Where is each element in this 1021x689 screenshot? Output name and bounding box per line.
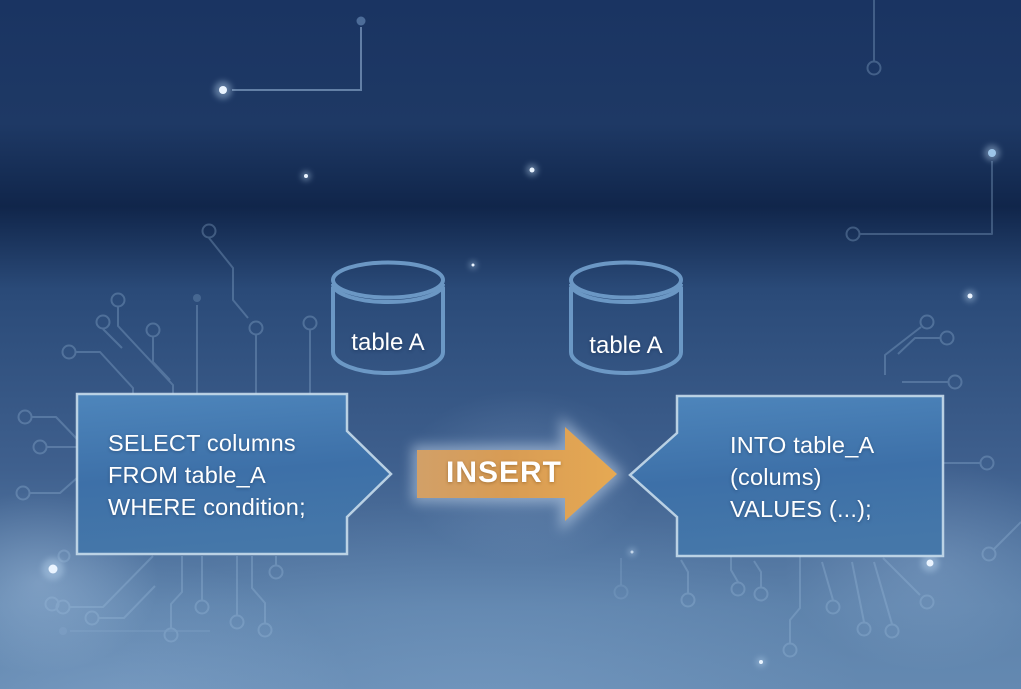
source-database-icon bbox=[331, 260, 445, 375]
target-table-label: table A bbox=[589, 332, 663, 359]
select-line-1: SELECT columns bbox=[108, 430, 296, 456]
into-line-2: (colums) bbox=[730, 464, 822, 490]
into-line-1: INTO table_A bbox=[730, 432, 875, 458]
select-box-shape bbox=[75, 392, 393, 556]
circuit-trace-top bbox=[232, 16, 366, 91]
insert-arrow-label: INSERT bbox=[445, 456, 562, 489]
into-line-3: VALUES (...); bbox=[730, 496, 872, 522]
select-line-2: FROM table_A bbox=[108, 462, 266, 488]
select-statement: SELECT columns FROM table_A WHERE condit… bbox=[108, 427, 306, 523]
select-line-3: WHERE condition; bbox=[108, 494, 306, 520]
target-database-icon bbox=[569, 260, 683, 375]
star-dots bbox=[42, 81, 1000, 667]
source-table-label: table A bbox=[351, 329, 425, 356]
insert-arrow-icon bbox=[412, 415, 625, 533]
into-box-shape bbox=[628, 394, 945, 558]
circuit-traces bbox=[15, 0, 1021, 658]
into-statement: INTO table_A (colums) VALUES (...); bbox=[730, 429, 874, 525]
